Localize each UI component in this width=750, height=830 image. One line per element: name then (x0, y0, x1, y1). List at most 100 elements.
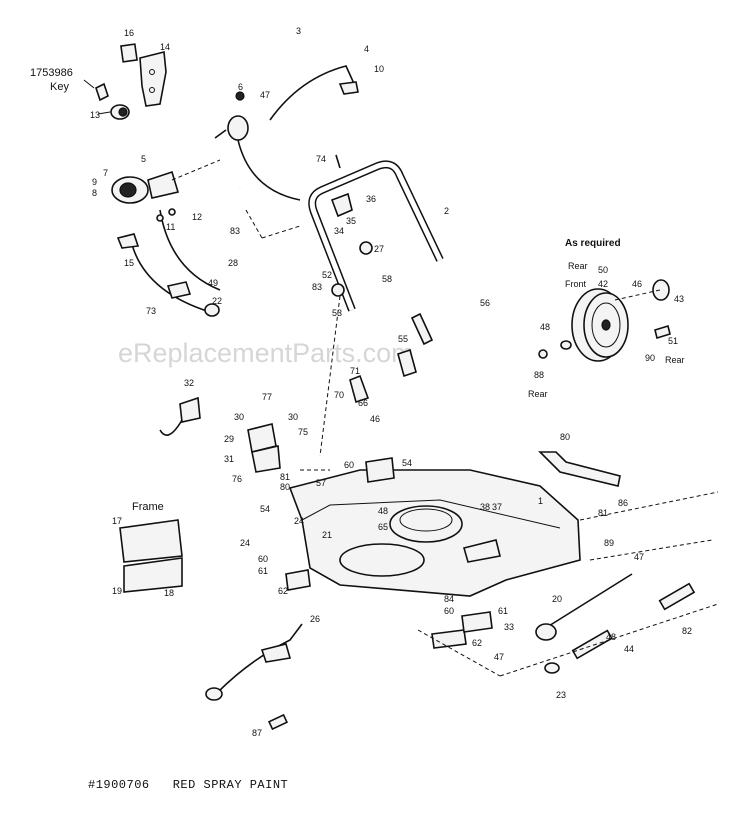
callout: 48 (540, 322, 550, 332)
callout: 57 (316, 478, 326, 488)
callout: 62 (278, 586, 288, 596)
callout: 54 (260, 504, 270, 514)
callout: 76 (232, 474, 242, 484)
callout: 60 (344, 460, 354, 470)
key-word: Key (50, 81, 69, 93)
callout: 8 (92, 188, 97, 198)
callout: 90 (645, 353, 655, 363)
callout: 70 (334, 390, 344, 400)
callout: 52 (322, 270, 332, 280)
callout: 32 (184, 378, 194, 388)
callout: 81 (280, 472, 290, 482)
callout: 54 (402, 458, 412, 468)
callout: 62 (472, 638, 482, 648)
callout: 55 (398, 334, 408, 344)
wheel-front-label: Front (565, 279, 587, 289)
callout: 82 (682, 626, 692, 636)
callout: 61 (498, 606, 508, 616)
callout: 61 (258, 566, 268, 576)
callout: 35 (346, 216, 356, 226)
key-switch (83, 43, 167, 120)
mower-deck (288, 457, 581, 597)
callout: 3 (296, 26, 301, 36)
wheel-rear-label: Rear (568, 261, 588, 271)
lower-handle (308, 160, 444, 312)
callout: 6 (238, 82, 243, 92)
key-label: 1753986 Key (30, 67, 73, 93)
callout: 80 (280, 482, 290, 492)
callout: 24 (240, 538, 250, 548)
callout: 56 (480, 298, 490, 308)
callout: 24 (294, 516, 304, 526)
callout: 30 (288, 412, 298, 422)
callout: 60 (258, 554, 268, 564)
paint-part-note: #1900706 RED SPRAY PAINT (88, 778, 289, 792)
callout: 71 (350, 366, 360, 376)
callout: 13 (90, 110, 100, 120)
callout: 7 (103, 168, 108, 178)
callout: 38 (480, 502, 490, 512)
callout: 46 (632, 279, 642, 289)
wheel-rear-label-3: Rear (528, 389, 548, 399)
callout: 50 (598, 265, 608, 275)
callout: 19 (112, 586, 122, 596)
callout: 10 (374, 64, 384, 74)
callout: 89 (604, 538, 614, 548)
wheel-assembly (538, 279, 671, 362)
frame-label: Frame (132, 501, 164, 513)
callout: 77 (262, 392, 272, 402)
callout: 42 (598, 279, 608, 289)
callout: 16 (124, 28, 134, 38)
callout: 47 (634, 552, 644, 562)
callout: 44 (624, 644, 634, 654)
callout: 81 (598, 508, 608, 518)
wheel-rear-label-2: Rear (665, 355, 685, 365)
callout: 29 (224, 434, 234, 444)
callout: 17 (112, 516, 122, 526)
callout: 18 (164, 588, 174, 598)
callout: 83 (230, 226, 240, 236)
callout: 53 (332, 308, 342, 318)
callout: 5 (141, 154, 146, 164)
callout: 14 (160, 42, 170, 52)
callout: 2 (444, 206, 449, 216)
callout: 51 (668, 336, 678, 346)
callout: 31 (224, 454, 234, 464)
callout: 28 (228, 258, 238, 268)
callout: 84 (444, 594, 454, 604)
callout: 11 (166, 222, 175, 232)
callout: 47 (494, 652, 504, 662)
callout: 86 (618, 498, 628, 508)
upper-handle (202, 40, 359, 201)
callout: 87 (252, 728, 262, 738)
callout: 73 (146, 306, 156, 316)
callout: 9 (92, 177, 97, 187)
callout: 22 (212, 296, 222, 306)
callout: 60 (444, 606, 454, 616)
callout: 47 (260, 90, 270, 100)
callout: 46 (370, 414, 380, 424)
callout: 15 (124, 258, 134, 268)
throttle-assembly (111, 170, 221, 317)
callout: 30 (234, 412, 244, 422)
callout: 43 (674, 294, 684, 304)
callout: 4 (364, 44, 369, 54)
callout: 20 (552, 594, 562, 604)
callout: 21 (322, 530, 332, 540)
callout: 36 (366, 194, 376, 204)
callout: 49 (208, 278, 218, 288)
callout: 37 (492, 502, 502, 512)
callout: 48 (606, 632, 616, 642)
callout: 58 (382, 274, 392, 284)
callout: 80 (560, 432, 570, 442)
callout: 75 (298, 427, 308, 437)
callout: 83 (312, 282, 322, 292)
callout: 33 (504, 622, 514, 632)
callout: 65 (378, 522, 388, 532)
callout: 26 (310, 614, 320, 624)
key-part-number: 1753986 (30, 67, 73, 79)
callout-numbers: 16 14 13 3 4 10 6 47 5 7 9 8 12 11 74 36… (90, 26, 692, 738)
as-required-label: As required (565, 238, 621, 249)
callout: 1 (538, 496, 543, 506)
